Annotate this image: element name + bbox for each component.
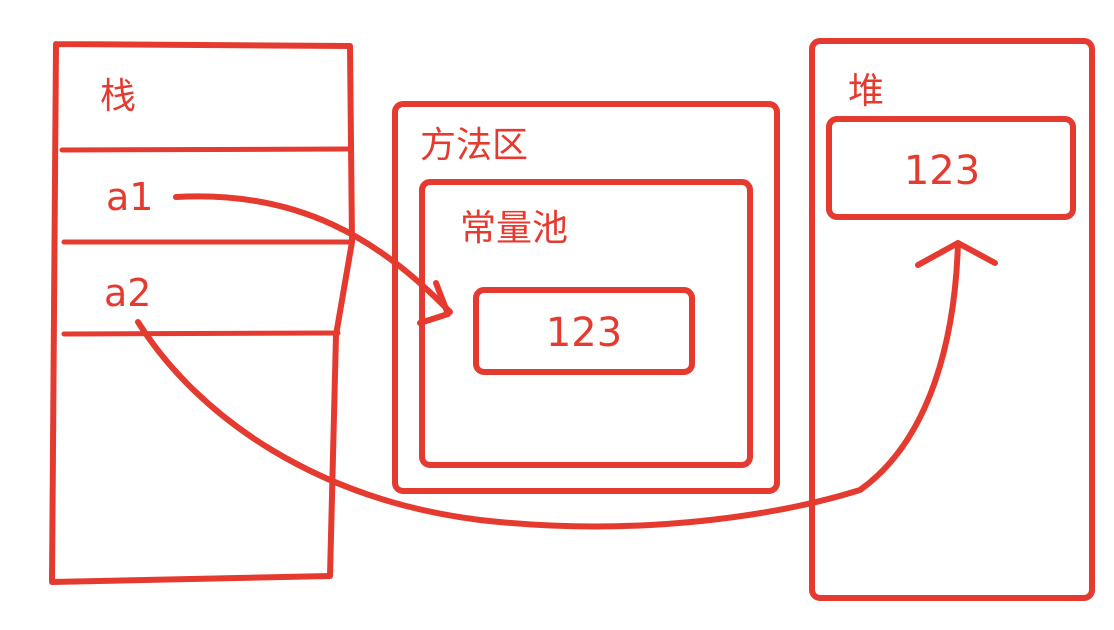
stack-outline: [49, 41, 355, 585]
stack-variable-a2: a2: [104, 271, 151, 315]
arrow-a1-head: [417, 280, 451, 326]
stack-divider-3: [61, 330, 341, 337]
heap-title: 堆: [848, 71, 884, 112]
method-area-title: 方法区: [420, 125, 528, 166]
method-area-region: 方法区 常量池 123: [392, 101, 780, 494]
stack-divider-1: [59, 146, 351, 153]
heap-outline: [809, 38, 1095, 601]
arrow-a2-head: [915, 240, 998, 268]
heap-region: 堆 123: [809, 38, 1095, 601]
constant-pool-value-box: [473, 287, 695, 375]
heap-value-box: [826, 116, 1076, 220]
arrow-a1-to-constant-pool: [173, 193, 453, 315]
stack-title: 栈: [100, 76, 136, 117]
stack-region: 栈 a1 a2: [49, 41, 355, 585]
heap-value: 123: [904, 148, 980, 194]
stack-variable-a1: a1: [106, 175, 153, 219]
arrow-a2-to-heap: [135, 240, 961, 530]
constant-pool-region: 常量池 123: [419, 179, 753, 468]
reference-arrows: [135, 193, 998, 530]
constant-pool-value: 123: [546, 310, 622, 356]
constant-pool-title: 常量池: [460, 208, 568, 249]
method-area-outline: [392, 101, 780, 494]
